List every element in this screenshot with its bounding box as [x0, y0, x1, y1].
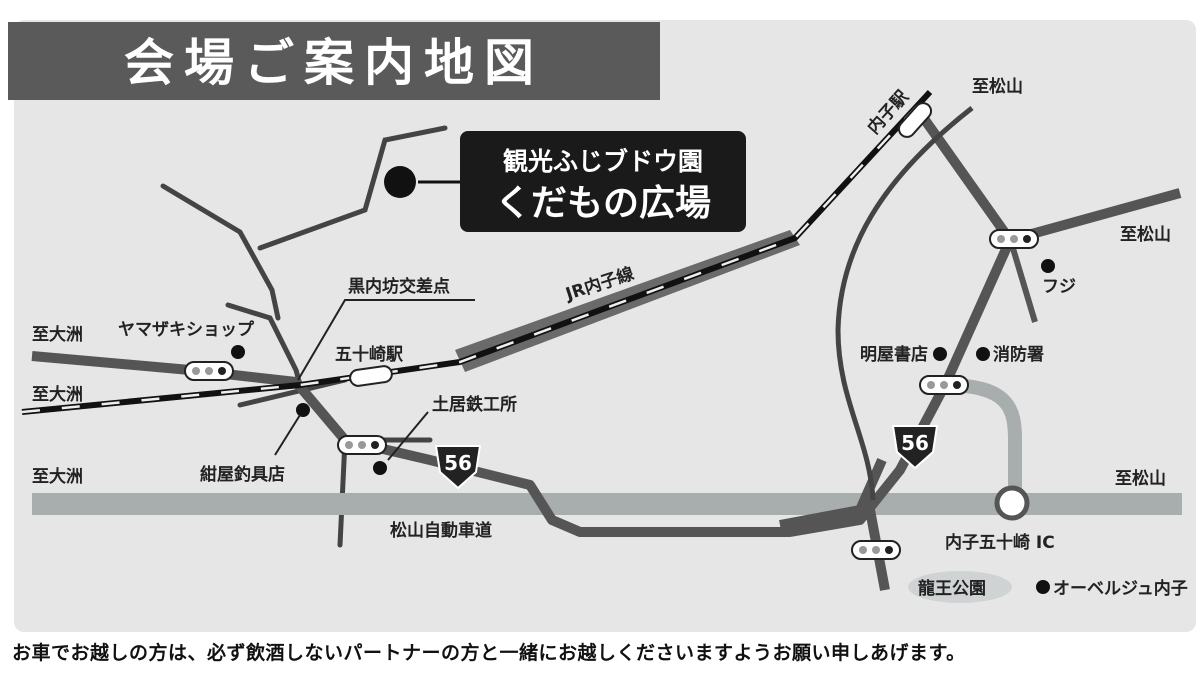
label-to-ozu: 至大洲 — [32, 466, 83, 487]
title-banner — [8, 22, 660, 100]
route-56-shield-icon: 56 — [891, 425, 939, 470]
label-to-matsuyama: 至松山 — [972, 76, 1023, 97]
poi-markers — [231, 259, 1055, 594]
venue-marker-icon — [384, 166, 416, 198]
label-auberge-uchiko: オーベルジュ内子 — [1053, 578, 1188, 599]
traffic-signal-icon — [184, 361, 234, 381]
label-konya-tackle-shop: 紺屋釣具店 — [200, 464, 285, 485]
uchiko-station-icon — [897, 102, 933, 138]
traffic-signal-icon — [337, 435, 387, 455]
label-doi-ironworks: 土居鉄工所 — [432, 394, 517, 415]
interchange-icon — [994, 485, 1030, 521]
label-to-matsuyama: 至松山 — [1115, 468, 1166, 489]
poi-dot-icon — [231, 345, 245, 359]
traffic-signals — [184, 229, 1039, 560]
label-to-ozu: 至大洲 — [32, 324, 83, 345]
poi-dot-icon — [1036, 580, 1050, 594]
label-kurouchibo-intersection: 黒内坊交差点 — [348, 276, 450, 297]
label-fuji: フジ — [1042, 277, 1076, 297]
road-fuji — [1009, 244, 1038, 323]
traffic-signal-icon — [919, 375, 969, 395]
leader-lines — [274, 299, 475, 461]
venue-name-line1: 観光ふじブドウ園 — [503, 147, 703, 176]
venue-name-line2: くだもの広場 — [495, 183, 711, 224]
label-fire-station: 消防署 — [993, 344, 1044, 365]
poi-dot-icon — [976, 347, 990, 361]
label-interchange: 内子五十崎 IC — [945, 532, 1055, 553]
label-expressway: 松山自動車道 — [390, 520, 492, 541]
poi-dot-icon — [1041, 259, 1055, 273]
label-ikazaki-station: 五十崎駅 — [335, 344, 404, 365]
expressway — [32, 493, 1182, 515]
footer-note: お車でお越しの方は、必ず飲酒しないパートナーの方と一緒にお越しくださいますようお… — [12, 642, 966, 664]
bypass-road — [835, 106, 974, 501]
traffic-signal-icon — [851, 540, 901, 560]
poi-dot-icon — [373, 461, 387, 475]
park-area — [908, 571, 1012, 603]
label-ryuo-park: 龍王公園 — [918, 578, 986, 599]
label-yamazaki-shop: ヤマザキショップ — [118, 319, 255, 340]
svg-text:56: 56 — [444, 451, 472, 475]
jr-line-dashes — [21, 91, 931, 414]
traffic-signal-icon — [989, 229, 1039, 249]
svg-text:56: 56 — [901, 431, 929, 455]
map-title: 会場ご案内地図 — [124, 34, 544, 92]
route-56 — [31, 117, 1182, 591]
label-to-matsuyama: 至松山 — [1120, 224, 1171, 245]
label-to-ozu: 至大洲 — [32, 384, 83, 405]
label-meiya-bookstore: 明屋書店 — [860, 344, 928, 365]
poi-dot-icon — [296, 403, 310, 417]
poi-dot-icon — [933, 347, 947, 361]
ikazaki-station-icon — [349, 365, 393, 387]
route-56-shield-icon: 56 — [434, 445, 482, 490]
venue-box — [460, 131, 746, 232]
